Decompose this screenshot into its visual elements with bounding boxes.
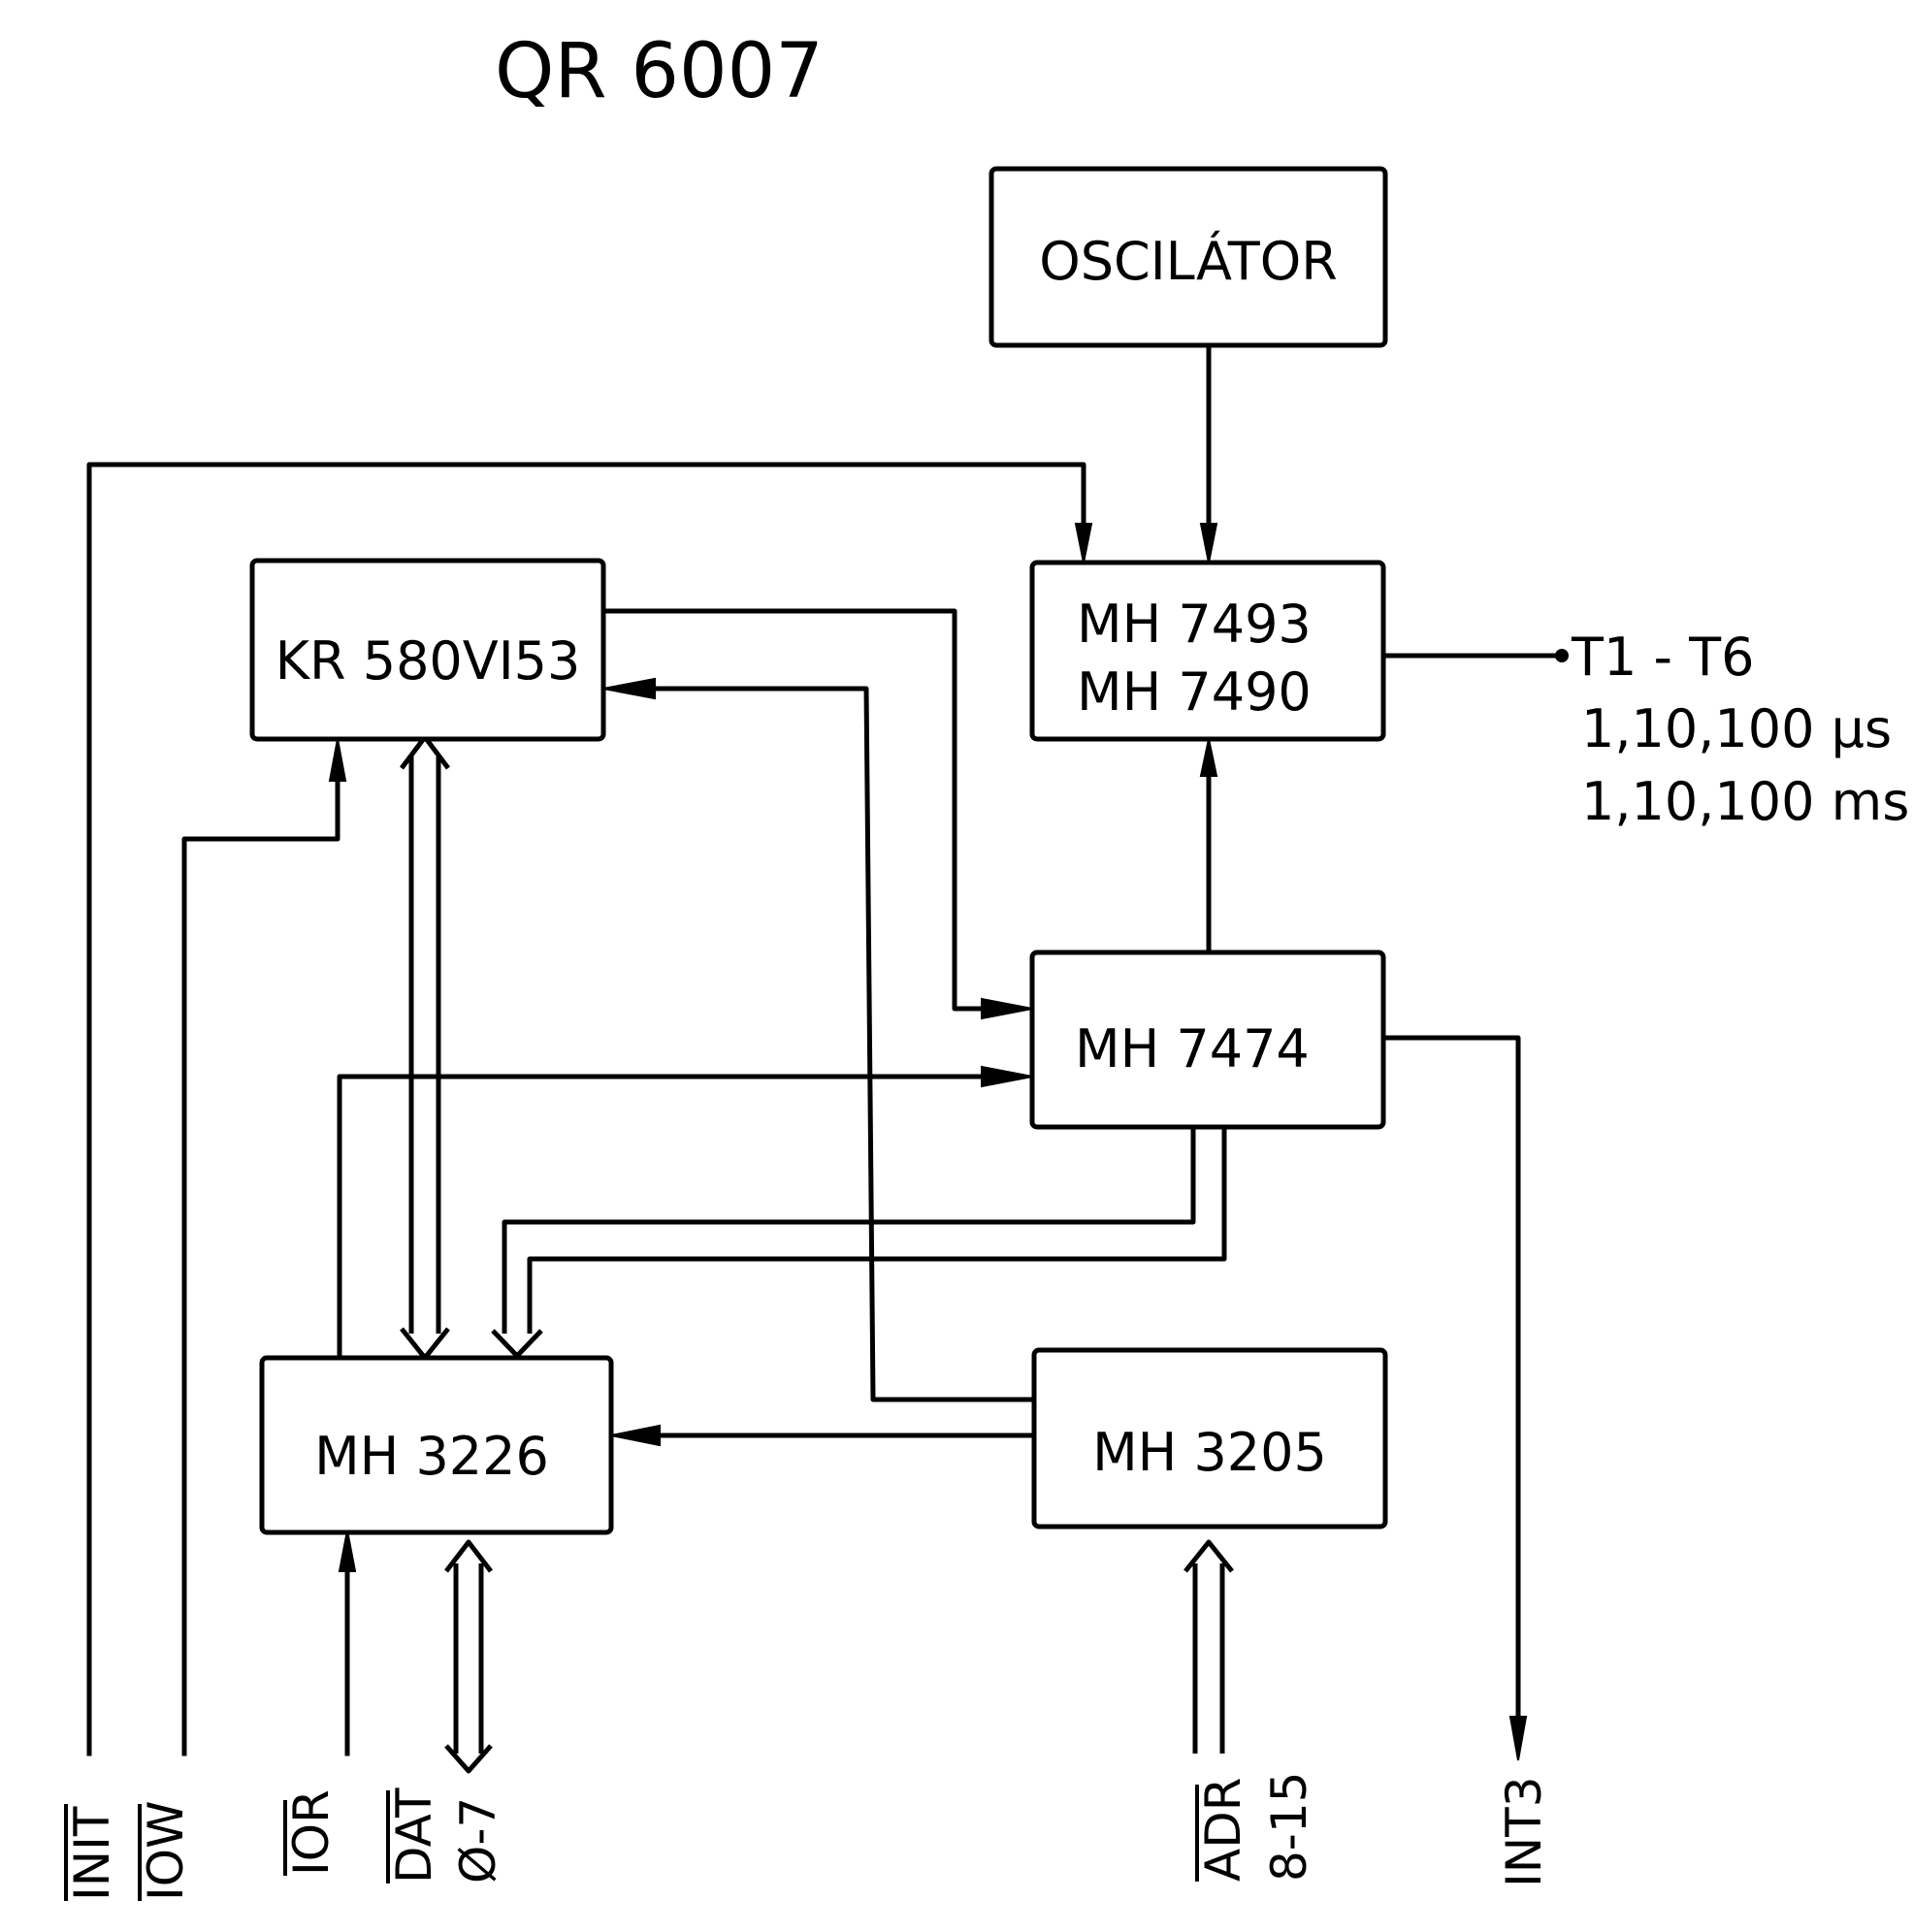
block-buffer: MH 3226	[259, 1355, 614, 1535]
pin-int3: INT3	[1496, 1776, 1552, 1887]
arrow-ior-buffer	[338, 1530, 357, 1572]
wire-int3	[1380, 1035, 1521, 1749]
arrow-init-counter	[1074, 523, 1093, 564]
bus-flipflop-buffer-inner	[527, 1127, 1227, 1334]
pin-dat-range: Ø-7	[450, 1797, 506, 1884]
pin-init: INIT	[64, 1804, 120, 1901]
block-timer-label: KR 580VI53	[276, 630, 581, 692]
pin-init-label: INIT	[64, 1806, 120, 1901]
bus-adr	[1192, 1563, 1225, 1754]
arrow-oscillator-counter	[1199, 523, 1218, 564]
bus-flipflop-buffer-outer	[502, 1127, 1196, 1334]
wire-init	[86, 462, 1086, 1756]
arrow-timer-flipflop	[981, 997, 1033, 1020]
diagram-title: QR 6007	[495, 28, 824, 115]
block-buffer-label: MH 3226	[314, 1426, 549, 1487]
wire-iow	[181, 754, 340, 1756]
block-counter-label-1: MH 7493	[1077, 594, 1312, 655]
bus-timer-buffer-heads	[400, 734, 450, 1361]
timer-outputs-label: T1 - T6	[1571, 627, 1755, 688]
block-flipflop: MH 7474	[1029, 950, 1386, 1130]
block-decoder-label: MH 3205	[1092, 1422, 1327, 1483]
pin-dat: DAT Ø-7	[386, 1787, 506, 1884]
output-terminal-dot	[1555, 649, 1569, 662]
pin-dat-label: DAT	[386, 1787, 442, 1884]
pin-ior-label: IOR	[283, 1789, 340, 1876]
bus-timer-buffer	[408, 757, 441, 1334]
pin-ior: IOR	[283, 1789, 340, 1876]
block-oscillator-label: OSCILÁTOR	[1039, 231, 1338, 292]
pin-int3-label: INT3	[1496, 1776, 1552, 1887]
block-counter: MH 7493 MH 7490	[1029, 560, 1386, 742]
wire-decoder-timer	[618, 686, 1035, 1402]
arrow-decoder-timer	[602, 677, 656, 700]
block-oscillator: OSCILÁTOR	[989, 166, 1388, 348]
block-decoder: MH 3205	[1031, 1347, 1388, 1530]
pin-adr-range: 8-15	[1261, 1772, 1317, 1882]
block-counter-label-2: MH 7490	[1077, 661, 1312, 723]
arrow-buffer-flipflop	[981, 1065, 1033, 1088]
range-ms-label: 1,10,100 ms	[1581, 771, 1909, 832]
bus-flipflop-buffer-head	[491, 1329, 543, 1359]
arrow-int3	[1508, 1716, 1528, 1761]
arrow-iow-timer	[328, 738, 347, 782]
pin-adr-label: ADR	[1195, 1778, 1251, 1882]
bus-dat	[453, 1563, 484, 1754]
wire-timer-flipflop	[600, 608, 1020, 1012]
range-us-label: 1,10,100 µs	[1581, 698, 1892, 759]
bus-dat-heads	[444, 1539, 493, 1774]
bus-adr-head	[1183, 1539, 1234, 1573]
wire-buffer-flipflop	[337, 1074, 1020, 1361]
block-timer: KR 580VI53	[249, 558, 606, 742]
block-flipflop-label: MH 7474	[1075, 1018, 1310, 1079]
arrow-flipflop-counter	[1199, 738, 1218, 777]
pin-iow-label: IOW	[138, 1800, 194, 1901]
pin-adr: ADR 8-15	[1195, 1772, 1317, 1882]
pin-iow: IOW	[138, 1800, 194, 1901]
arrow-decoder-buffer	[610, 1424, 661, 1447]
